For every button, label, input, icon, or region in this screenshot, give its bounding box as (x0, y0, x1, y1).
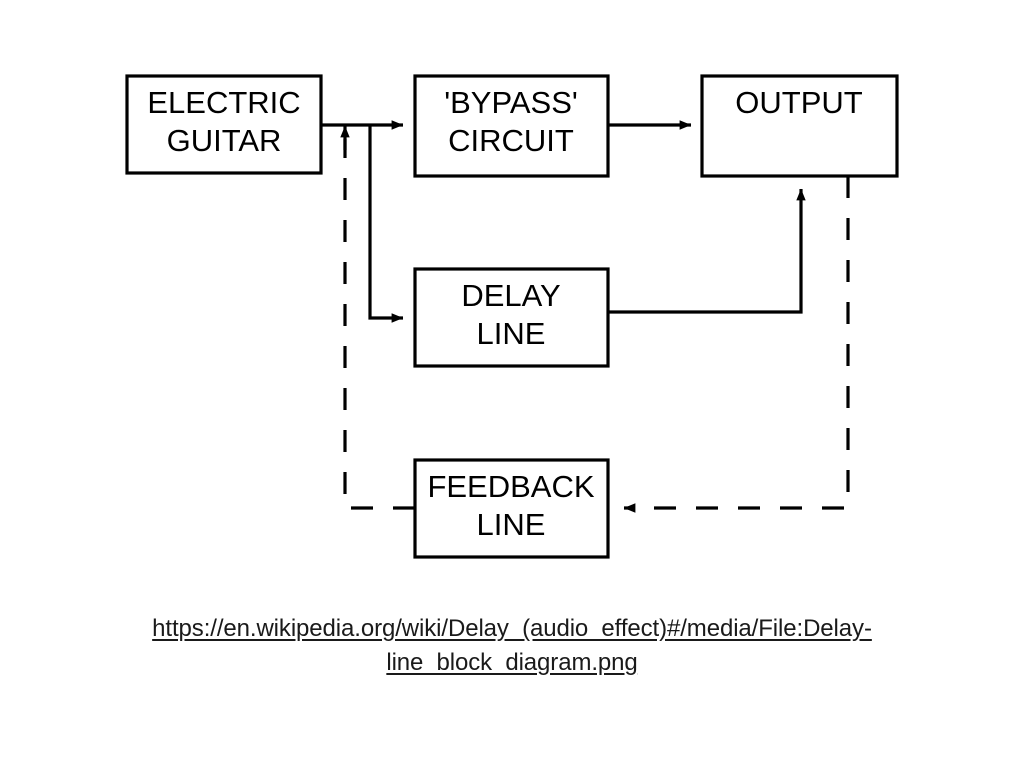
source-url-line1: https://en.wikipedia.org/wiki/Delay_(aud… (152, 615, 872, 642)
feedback-line-label-line2: LINE (477, 507, 546, 542)
output-block[interactable]: OUTPUT (700, 74, 899, 178)
delay-line-label-line2: LINE (477, 316, 546, 351)
feedback-line-block[interactable]: FEEDBACK LINE (413, 458, 610, 559)
delay-line-label-line1: DELAY (461, 278, 560, 313)
connection-delay-to-output (608, 188, 806, 314)
connection-output-to-feedback (623, 176, 850, 513)
delay-line-block[interactable]: DELAY LINE (413, 267, 610, 368)
source-url-line2: line_block_diagram.png (386, 649, 638, 676)
electric-guitar-label-line2: GUITAR (167, 123, 282, 158)
bypass-circuit-block[interactable]: 'BYPASS' CIRCUIT (413, 74, 610, 178)
electric-guitar-block[interactable]: ELECTRIC GUITAR (125, 74, 323, 175)
connection-guitar-to-delay (368, 125, 404, 323)
source-url-caption[interactable]: https://en.wikipedia.org/wiki/Delay_(aud… (112, 612, 912, 680)
connection-feedback-to-input (340, 125, 415, 510)
electric-guitar-label-line1: ELECTRIC (147, 85, 300, 120)
bypass-circuit-label-line1: 'BYPASS' (444, 85, 578, 120)
feedback-line-label-line1: FEEDBACK (427, 469, 594, 504)
bypass-circuit-label-line2: CIRCUIT (448, 123, 574, 158)
output-label-line1: OUTPUT (735, 85, 863, 120)
